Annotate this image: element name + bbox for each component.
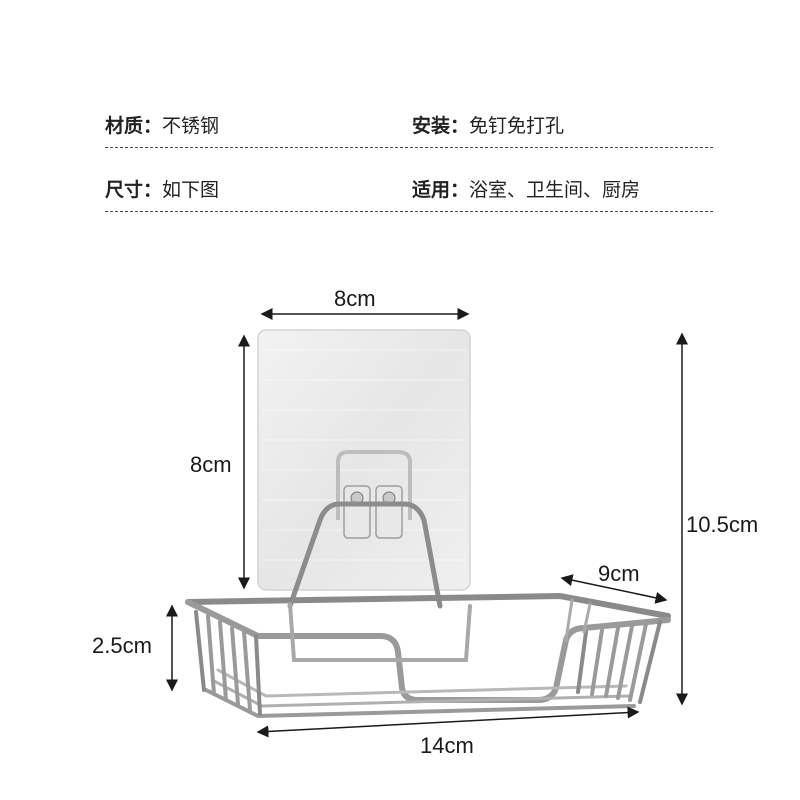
spec-installation-value: 免钉免打孔 <box>469 115 565 137</box>
spec-divider-bottom <box>105 211 713 212</box>
spec-material-label: 材质： <box>105 115 163 137</box>
dimension-total-height: 10.5cm <box>686 512 759 537</box>
spec-size: 尺寸：如下图 <box>105 178 219 202</box>
spec-size-label: 尺寸： <box>105 179 163 201</box>
spec-usage-label: 适用： <box>412 179 470 201</box>
hook-icon <box>336 450 412 539</box>
dimension-lines <box>166 308 688 738</box>
dimension-plate-width: 8cm <box>334 286 376 311</box>
dimension-basket-width: 14cm <box>420 733 474 758</box>
hanger-wire <box>287 501 443 609</box>
spec-divider-top <box>105 147 713 148</box>
dimension-basket-height: 2.5cm <box>92 633 152 658</box>
dimension-depth: 9cm <box>598 561 640 586</box>
spec-material-value: 不锈钢 <box>162 115 220 137</box>
spec-size-value: 如下图 <box>162 179 220 201</box>
dimension-plate-height: 8cm <box>190 452 232 477</box>
spec-installation-label: 安装： <box>412 115 470 137</box>
spec-usage-value: 浴室、卫生间、厨房 <box>469 179 641 201</box>
adhesive-plate <box>257 329 471 591</box>
spec-usage: 适用：浴室、卫生间、厨房 <box>412 178 640 202</box>
spec-installation: 安装：免钉免打孔 <box>412 114 564 138</box>
soap-basket <box>185 592 671 719</box>
spec-material: 材质：不锈钢 <box>105 114 219 138</box>
